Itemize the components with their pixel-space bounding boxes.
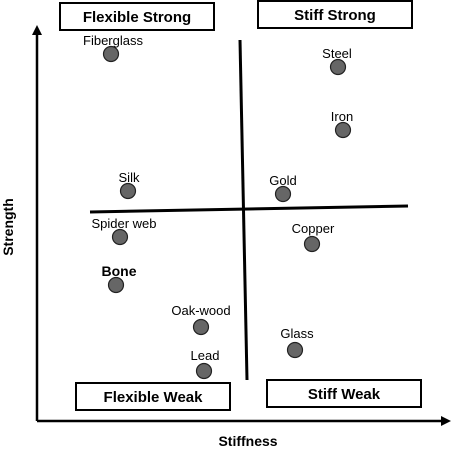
- quadrant-label: Stiff Weak: [308, 386, 381, 403]
- material-point: [192, 318, 210, 336]
- material-label: Bone: [102, 263, 137, 279]
- material-point: [195, 362, 213, 380]
- material-point: [286, 341, 304, 359]
- quadrant-flexible-strong: Flexible Strong: [59, 2, 215, 31]
- material-gold: Gold: [269, 173, 297, 203]
- material-label: Glass: [280, 326, 314, 341]
- quadrant-flexible-weak: Flexible Weak: [75, 382, 231, 411]
- material-label: Steel: [322, 46, 352, 61]
- material-point: [303, 235, 321, 253]
- material-bone: Bone: [102, 263, 137, 294]
- material-steel: Steel: [322, 46, 352, 76]
- y-axis-title: Strength: [0, 198, 16, 256]
- material-fiberglass: Fiberglass: [83, 33, 143, 63]
- quadrant-label: Flexible Strong: [83, 9, 191, 26]
- material-point: [329, 58, 347, 76]
- quadrant-label: Flexible Weak: [104, 389, 204, 406]
- material-label: Gold: [269, 173, 296, 188]
- material-lead: Lead: [191, 348, 220, 380]
- material-spider-web: Spider web: [91, 216, 157, 246]
- material-label: Copper: [292, 221, 335, 236]
- material-silk: Silk: [119, 170, 140, 200]
- material-point: [111, 228, 129, 246]
- material-label: Silk: [119, 170, 140, 185]
- material-label: Oak-wood: [171, 303, 230, 318]
- material-label: Lead: [191, 348, 220, 363]
- material-copper: Copper: [292, 221, 335, 253]
- material-label: Iron: [331, 109, 353, 124]
- material-point: [334, 121, 352, 139]
- material-oak-wood: Oak-wood: [171, 303, 231, 336]
- material-label: Spider web: [91, 216, 156, 231]
- quadrant-label: Stiff Strong: [294, 7, 376, 24]
- x-axis-title: Stiffness: [218, 433, 277, 449]
- material-iron: Iron: [331, 109, 353, 139]
- material-point: [102, 45, 120, 63]
- material-point: [119, 182, 137, 200]
- material-glass: Glass: [280, 326, 314, 359]
- horizontal-divider: [89, 204, 409, 214]
- quadrant-stiff-weak: Stiff Weak: [266, 379, 422, 408]
- material-point: [274, 185, 292, 203]
- quadrant-stiff-strong: Stiff Strong: [257, 0, 413, 29]
- material-point: [107, 276, 125, 294]
- material-label: Fiberglass: [83, 33, 143, 48]
